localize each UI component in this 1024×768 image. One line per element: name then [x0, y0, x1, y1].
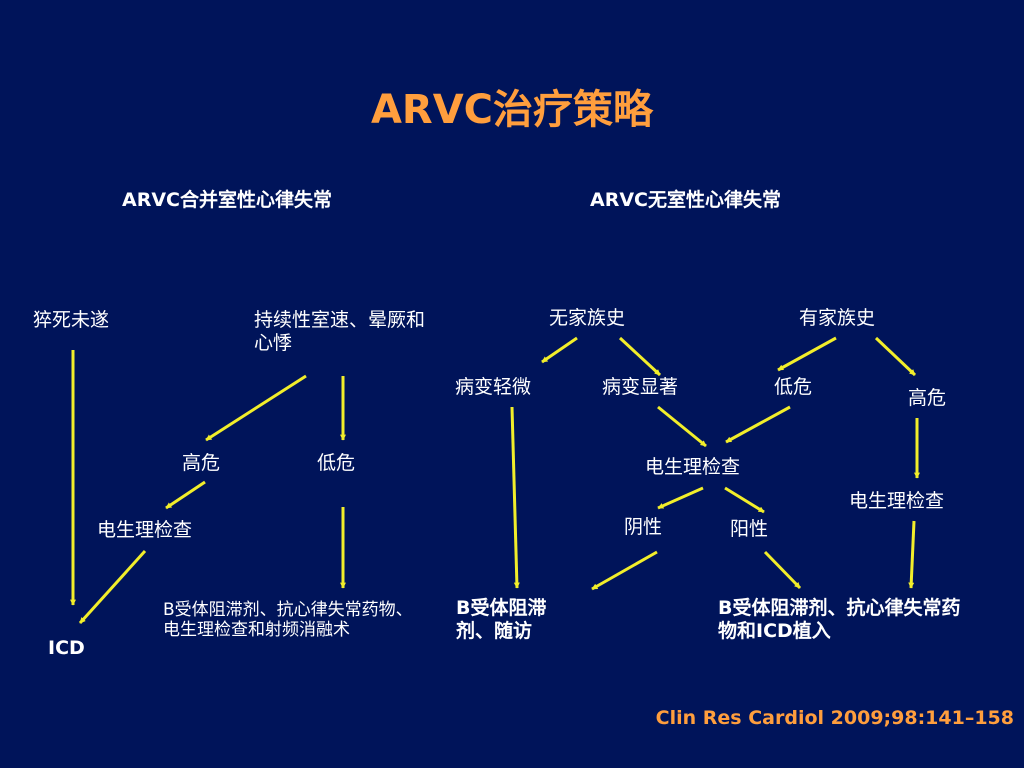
node-left-ep-study: 电生理检查 — [97, 519, 193, 541]
node-left-high-risk: 高危 — [182, 452, 221, 474]
citation: Clin Res Cardiol 2009;98:141–158 — [655, 707, 1014, 729]
node-icd: ICD — [48, 637, 85, 659]
node-family-history: 有家族史 — [799, 307, 876, 329]
arrow-ep-to-negative — [657, 486, 704, 510]
arrow-fh-to-high-risk — [874, 336, 917, 377]
node-beta-followup: B受体阻滞剂、随访 — [456, 597, 547, 642]
slide-title: ARVC治疗策略 — [370, 87, 654, 133]
node-sudden-death: 猝死未遂 — [33, 309, 110, 331]
arrow-negative-to-beta-followup — [591, 550, 658, 591]
arrow-mild-to-beta-followup — [510, 406, 520, 589]
node-mild-lesion: 病变轻微 — [455, 376, 532, 398]
left-header: ARVC合并室性心律失常 — [122, 189, 332, 211]
arrow-positive-to-beta-icd — [763, 550, 802, 590]
arrow-marked-to-ep — [657, 405, 707, 448]
arrow-no-fh-to-mild — [541, 336, 578, 364]
node-right-low-risk: 低危 — [774, 376, 813, 398]
node-no-family-history: 无家族史 — [549, 307, 626, 329]
node-ep-study-center: 电生理检查 — [645, 456, 741, 478]
arrow-fh-to-low-risk — [777, 336, 837, 372]
arrow-low-risk-to-ep — [725, 405, 791, 444]
arrow-ep-to-positive — [724, 486, 765, 514]
node-marked-lesion: 病变显著 — [602, 376, 679, 398]
node-left-low-risk: 低危 — [317, 452, 356, 474]
arrow-high-risk-to-ep — [165, 480, 206, 510]
arrow-ep-right-to-beta-icd — [908, 520, 916, 589]
node-ep-study-right: 电生理检查 — [849, 490, 945, 512]
right-header: ARVC无室性心律失常 — [590, 189, 781, 211]
node-negative: 阴性 — [624, 516, 663, 538]
node-positive: 阳性 — [730, 518, 769, 540]
node-sustained-vt: 持续性室速、晕厥和心悸 — [254, 309, 426, 354]
arrow-vt-to-high-risk — [205, 374, 307, 442]
node-beta-icd: B受体阻滞剂、抗心律失常药物和ICD植入 — [718, 597, 961, 642]
node-right-high-risk: 高危 — [908, 387, 947, 409]
node-beta-blocker-therapy: Β受体阻滞剂、抗心律失常药物、电生理检查和射频消融术 — [163, 600, 413, 641]
arrow-no-fh-to-marked — [618, 336, 662, 377]
arrow-ep-to-icd — [78, 549, 147, 625]
